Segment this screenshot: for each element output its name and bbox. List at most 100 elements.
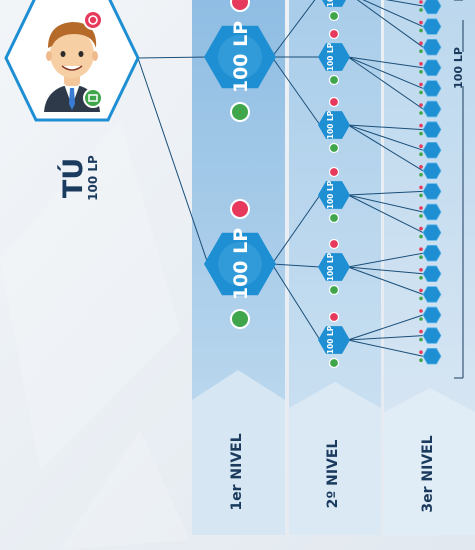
cart-icon — [419, 111, 423, 115]
bg-decoration — [0, 120, 180, 470]
cart-icon — [419, 214, 423, 218]
level-3-node — [419, 347, 442, 365]
edge-level2-level3 — [347, 314, 424, 341]
level-3-node — [419, 265, 442, 283]
bg-decoration — [60, 430, 190, 550]
level-2-hexagon — [322, 0, 346, 7]
edge-level2-level3 — [347, 266, 424, 275]
band-level-1-footer — [192, 370, 285, 535]
level-3-node — [419, 327, 442, 344]
refresh-icon — [419, 226, 423, 231]
edge-level2-level3 — [347, 124, 424, 172]
edge-level2-level3 — [347, 190, 424, 196]
refresh-icon — [419, 103, 423, 107]
level-3-node — [419, 224, 442, 241]
level-3-hexagon — [422, 347, 442, 365]
level-2-node: 100 LP — [318, 96, 350, 154]
level-3-node — [419, 286, 442, 303]
refresh-icon — [328, 238, 340, 250]
level-3-hexagon — [422, 100, 442, 118]
level-3-node — [419, 59, 442, 76]
edge-level2-level3 — [347, 194, 424, 234]
level-3-hexagon — [422, 203, 442, 221]
cart-icon — [419, 28, 423, 33]
refresh-icon — [419, 329, 423, 334]
cart-icon — [230, 102, 250, 122]
level-3-node — [419, 100, 442, 118]
level-2-hexagon — [318, 111, 350, 139]
level-3-node — [419, 39, 442, 56]
connection-lines — [137, 0, 424, 357]
you-refresh-badge — [83, 10, 103, 30]
edge-level1-level2 — [271, 56, 321, 126]
level-2-node-label: 100 LP — [326, 180, 335, 209]
edge-level2-level3 — [347, 335, 424, 341]
level-1-node: 100 LP — [204, 199, 276, 329]
refresh-icon — [328, 166, 340, 178]
edge-level2-level3 — [385, 0, 424, 7]
refresh-icon — [419, 288, 423, 293]
refresh-icon — [419, 350, 423, 355]
level-2-node: 100 LP — [318, 311, 350, 369]
cart-icon — [419, 193, 423, 198]
edge-level2-level3 — [347, 56, 424, 89]
cart-icon — [419, 276, 423, 280]
level-3-node — [419, 18, 442, 35]
level-3-node — [419, 141, 442, 159]
edge-level2-level3 — [347, 252, 424, 268]
refresh-icon — [230, 0, 250, 12]
refresh-icon — [419, 309, 423, 313]
edge-level2-level3 — [347, 124, 424, 151]
level-3-node — [419, 203, 442, 221]
level-1-node-label: 100 LP — [230, 228, 252, 300]
level-3-hexagon — [422, 0, 442, 15]
level-2-hexagon — [318, 326, 350, 354]
band-level-2-footer — [289, 382, 381, 535]
cart-icon — [230, 309, 250, 329]
level-3-node — [419, 306, 442, 324]
edge-level2-level3 — [347, 124, 424, 131]
level-2-node: 100 LP — [318, 238, 350, 296]
level-3-node — [419, 244, 442, 262]
cart-icon — [328, 357, 340, 369]
cart-icon — [419, 70, 423, 74]
edge-level1-level2 — [271, 263, 321, 268]
level-3-hexagon — [422, 121, 442, 138]
edge-level2-level3 — [347, 339, 424, 357]
level-1-node: 100 LP — [204, 0, 276, 122]
level-3-total-label: 100 LP — [452, 47, 465, 89]
cart-icon — [328, 10, 340, 22]
edge-level2-level3 — [347, 266, 424, 295]
level-3-hexagon — [422, 183, 442, 200]
cart-icon — [419, 296, 423, 301]
refresh-icon — [419, 123, 423, 128]
level-2-node-label: 100 LP — [326, 325, 335, 354]
level-1-node-label: 100 LP — [230, 21, 252, 93]
refresh-icon — [419, 0, 423, 4]
level-3-hexagon — [422, 286, 442, 303]
level-3-node — [419, 183, 442, 200]
refresh-icon — [419, 62, 423, 66]
cart-icon — [419, 358, 423, 363]
level-1-hexagon — [204, 232, 276, 296]
level-2-label: 2º NIVEL — [325, 440, 341, 509]
edge-you-level1 — [137, 56, 209, 59]
level-3-node — [419, 162, 442, 180]
level-2-node-label: 100 LP — [326, 252, 335, 281]
level-3-hexagon — [422, 244, 442, 262]
refresh-icon — [419, 144, 423, 148]
cart-icon — [419, 152, 423, 156]
cart-icon — [419, 49, 423, 53]
cart-icon — [88, 94, 98, 102]
level-3-hexagon — [422, 141, 442, 159]
refresh-icon — [328, 28, 340, 40]
edge-level2-level3 — [347, 194, 424, 213]
cart-icon — [328, 212, 340, 224]
person-icon — [218, 242, 262, 286]
level-3-hexagon — [422, 39, 442, 56]
edge-level2-level3 — [356, 0, 424, 48]
refresh-icon — [419, 41, 423, 45]
